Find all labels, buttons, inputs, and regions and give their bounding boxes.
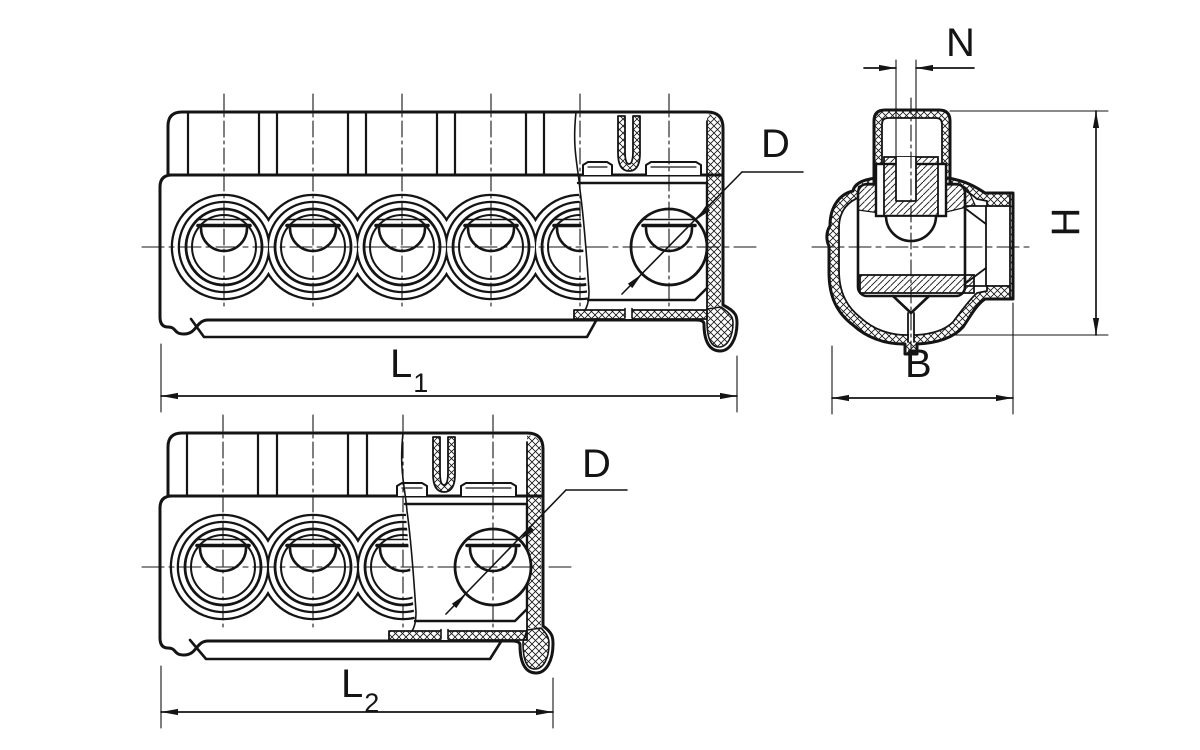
conductor-barrel: [961, 193, 1011, 299]
center-lines: [141, 414, 576, 630]
dimension-label-D-top: D: [761, 122, 790, 166]
dimension-label-H: H: [1044, 207, 1088, 237]
cut-boundary-line: [573, 111, 590, 311]
dimension-label-B: B: [905, 342, 932, 386]
mounting-foot: [189, 317, 599, 339]
dimension-label-D-bottom: D: [582, 442, 611, 486]
dimension-label-L1: L1: [390, 342, 429, 398]
length-dimension: [160, 665, 554, 729]
cap-rib-lines: [185, 432, 369, 497]
height-dimension: [949, 110, 1109, 336]
center-lines: [141, 93, 760, 310]
connector-end-section-view: [811, 59, 1109, 415]
insulating-cap-outline: [166, 110, 725, 177]
connector-side-view-4-ports: [141, 414, 628, 729]
diameter-dimension: [445, 489, 628, 615]
center-lines: [811, 97, 1033, 361]
diameter-dimension: [621, 171, 804, 295]
cap-rib-lines: [186, 111, 546, 176]
connector-side-view-6-ports: [141, 93, 804, 413]
length-dimension: [160, 343, 738, 413]
dimension-label-N: N: [946, 21, 975, 65]
socket-width-dimension: [863, 59, 975, 159]
mounting-foot: [188, 638, 504, 661]
dimension-label-L2: L2: [341, 662, 380, 718]
width-dimension: [831, 302, 1014, 415]
